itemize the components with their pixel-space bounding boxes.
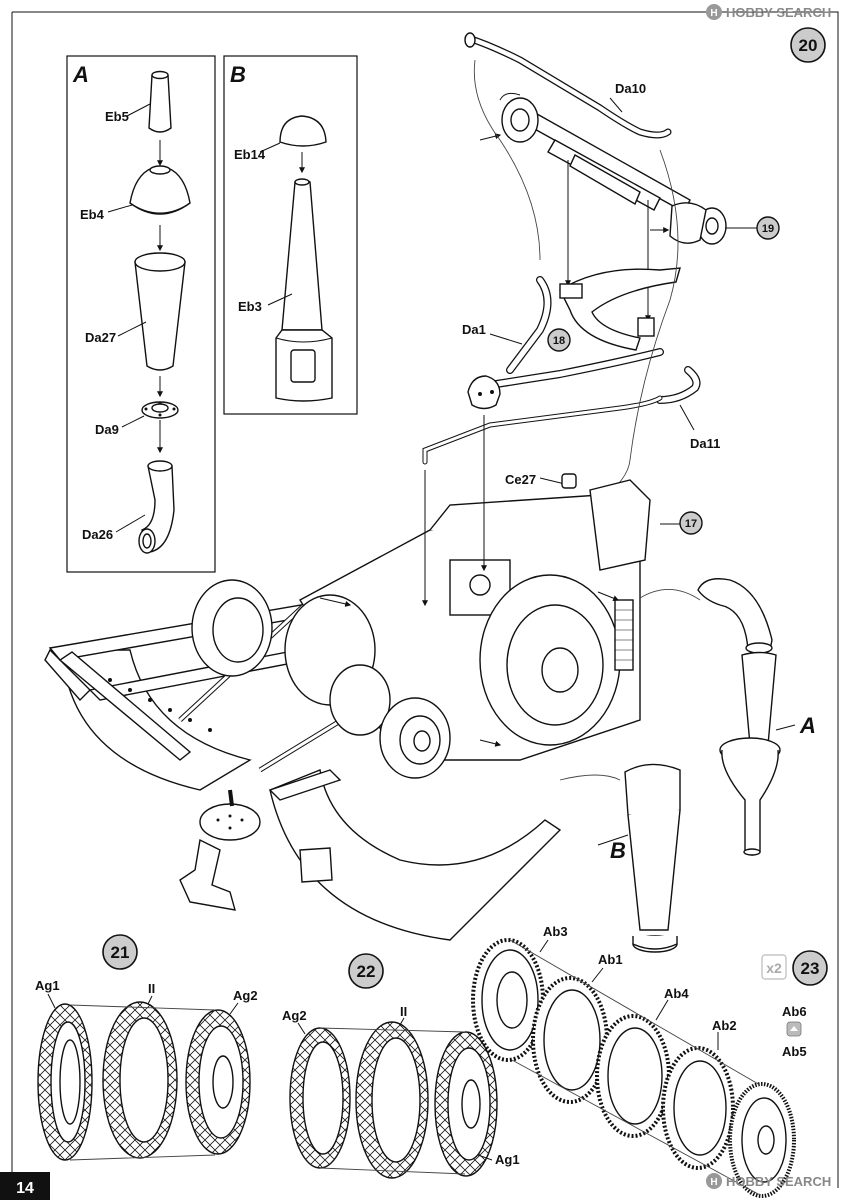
step-18-badge (547, 328, 571, 352)
assembled-b-drawing: B (559, 763, 681, 953)
step-20-number: 20 (799, 36, 818, 55)
page-number: 14 (16, 1180, 34, 1197)
watermark-upper: H HOBBY SEARCH (706, 4, 831, 20)
part-eb4-drawing (129, 165, 191, 215)
part-da26-drawing (138, 460, 175, 554)
step-20-badge (790, 27, 826, 63)
label-eb5: Eb5 (105, 109, 129, 124)
hobby-search-logo-icon (706, 1173, 722, 1189)
inset-a-letter: A (72, 62, 89, 87)
label-eb4: Eb4 (80, 207, 105, 222)
step-23-number: 23 (801, 959, 820, 978)
watermark-text-upper: HOBBY SEARCH (726, 5, 831, 20)
label-eb14: Eb14 (234, 147, 266, 162)
step-22-badge (348, 953, 384, 989)
watermark-text: HOBBY SEARCH (726, 1174, 831, 1189)
step-23-multiplier: x2 (766, 960, 782, 976)
label-22-ag1: Ag1 (495, 1152, 520, 1167)
label-da27: Da27 (85, 330, 116, 345)
step-23: x2 23 Ab3 Ab1 Ab4 Ab2 Ab6 Ab5 (471, 924, 828, 1198)
inset-b-letter: B (230, 62, 246, 87)
step-22-number: 22 (357, 962, 376, 981)
step-21: 21 Ag1 II Ag2 (35, 934, 258, 1161)
watermark: H HOBBY SEARCH (706, 1173, 831, 1189)
svg-text:H: H (710, 8, 717, 19)
label-23-ab1: Ab1 (598, 952, 623, 967)
part-da27-drawing (134, 252, 186, 371)
label-da26: Da26 (82, 527, 113, 542)
step-21-number: 21 (111, 943, 130, 962)
label-ce27: Ce27 (505, 472, 536, 487)
step-20-assembly: 20 Da10 19 18 (422, 27, 826, 501)
part-da9-drawing (141, 401, 179, 419)
step-17-number: 17 (685, 518, 697, 530)
step-23-badge (792, 950, 828, 986)
step-19-badge (756, 216, 780, 240)
svg-text:H: H (710, 1177, 717, 1188)
label-eb3: Eb3 (238, 299, 262, 314)
callout-a-letter: A (799, 713, 816, 738)
part-eb5-drawing (148, 70, 172, 133)
label-22-ii: II (400, 1004, 407, 1019)
label-23-ab2: Ab2 (712, 1018, 737, 1033)
label-22-ag2: Ag2 (282, 1008, 307, 1023)
hobby-search-logo-icon (706, 4, 722, 20)
part-eb14-drawing (279, 115, 327, 147)
label-21-ag1: Ag1 (35, 978, 60, 993)
step-18-number: 18 (553, 335, 565, 347)
step-21-badge (102, 934, 138, 970)
label-da9: Da9 (95, 422, 119, 437)
step-17-badge (679, 511, 703, 535)
label-23-ab6: Ab6 (782, 1004, 807, 1019)
label-da11: Da11 (690, 436, 720, 451)
inset-a: A Eb5 Eb4 Da27 (66, 55, 216, 573)
part-eb3-drawing (275, 178, 333, 402)
label-21-ii: II (148, 981, 155, 996)
label-23-ab4: Ab4 (664, 986, 689, 1001)
step-19-number: 19 (762, 223, 774, 235)
label-23-ab3: Ab3 (543, 924, 568, 939)
label-23-ab5: Ab5 (782, 1044, 807, 1059)
chassis-drawing: 17 (44, 415, 703, 941)
page-border (12, 11, 839, 1188)
label-da10: Da10 (615, 81, 646, 96)
step-22: 22 Ag2 II Ag1 (282, 953, 520, 1179)
label-da1: Da1 (462, 322, 486, 337)
glue-icon (786, 1021, 802, 1037)
page-number-box (0, 1172, 50, 1200)
inset-b: B Eb14 Eb3 (223, 55, 358, 415)
callout-b-letter: B (610, 838, 626, 863)
assembled-a-drawing: A (639, 578, 816, 856)
label-21-ag2: Ag2 (233, 988, 258, 1003)
